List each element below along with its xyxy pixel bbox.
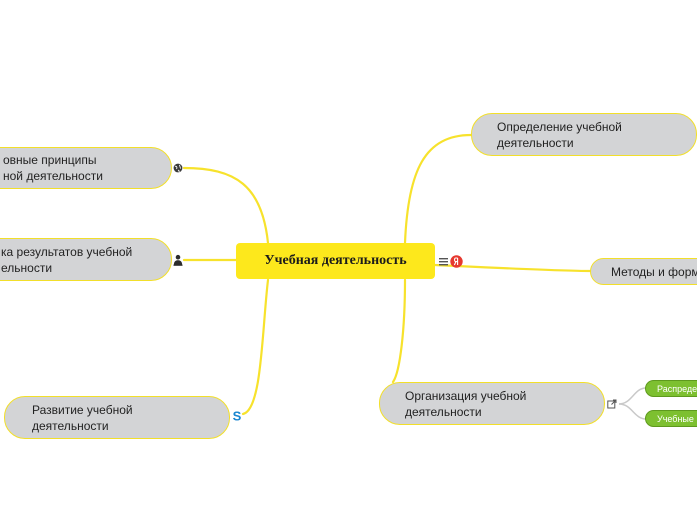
topic-development[interactable]: Развитие учебной деятельности (4, 396, 230, 439)
yandex-icon-glyph (449, 254, 463, 268)
notes-icon-glyph (439, 257, 448, 265)
subtopic-distribution[interactable]: Распреде (645, 380, 697, 397)
subtopic-educational[interactable]: Учебные (645, 410, 697, 427)
topic-principles[interactable]: овные принципы ной деятельности (0, 147, 172, 189)
topic-definition-line2: деятельности (497, 135, 574, 150)
topic-principles-line2: ной деятельности (3, 169, 103, 183)
topic-organization[interactable]: Организация учебной деятельности (379, 382, 605, 425)
globe-icon[interactable] (172, 162, 184, 174)
central-topic-label: Учебная деятельность (264, 253, 407, 268)
skype-icon[interactable]: S (231, 408, 243, 422)
topic-definition[interactable]: Определение учебной деятельности (471, 113, 697, 156)
central-topic[interactable]: Учебная деятельность (236, 243, 435, 279)
topic-methods[interactable]: Методы и форм (590, 258, 697, 285)
yandex-icon[interactable] (449, 254, 463, 268)
svg-text:S: S (233, 409, 242, 422)
subtopic-distribution-label: Распреде (657, 383, 697, 394)
topic-evaluation-line2: ельности (1, 260, 53, 275)
skype-icon-glyph: S (233, 409, 242, 422)
connector-organization (391, 278, 407, 384)
connector-principles (182, 166, 270, 245)
subtopic-educational-label: Учебные (657, 413, 694, 424)
notes-icon[interactable] (438, 255, 449, 267)
topic-methods-line1: Методы и форм (611, 264, 697, 279)
topic-development-line2: деятельности (32, 418, 109, 433)
connector-definition (403, 133, 473, 245)
topic-evaluation-line1: ка результатов учебной (1, 244, 133, 259)
connector-educational (618, 403, 647, 420)
topic-definition-line1: Определение учебной (497, 119, 622, 134)
topic-principles-line1: овные принципы (3, 153, 97, 167)
topic-organization-line2: деятельности (405, 404, 482, 419)
external-link-icon[interactable] (606, 398, 618, 410)
globe-icon-glyph (173, 163, 183, 173)
connector-development (241, 278, 270, 416)
external-link-icon-glyph (607, 399, 617, 409)
person-icon[interactable] (172, 253, 184, 267)
person-icon-glyph (173, 254, 183, 266)
connector-distribution (618, 387, 647, 405)
topic-development-line1: Развитие учебной (32, 402, 133, 417)
topic-organization-line1: Организация учебной (405, 388, 527, 403)
topic-evaluation[interactable]: ка результатов учебной ельности (0, 238, 172, 281)
